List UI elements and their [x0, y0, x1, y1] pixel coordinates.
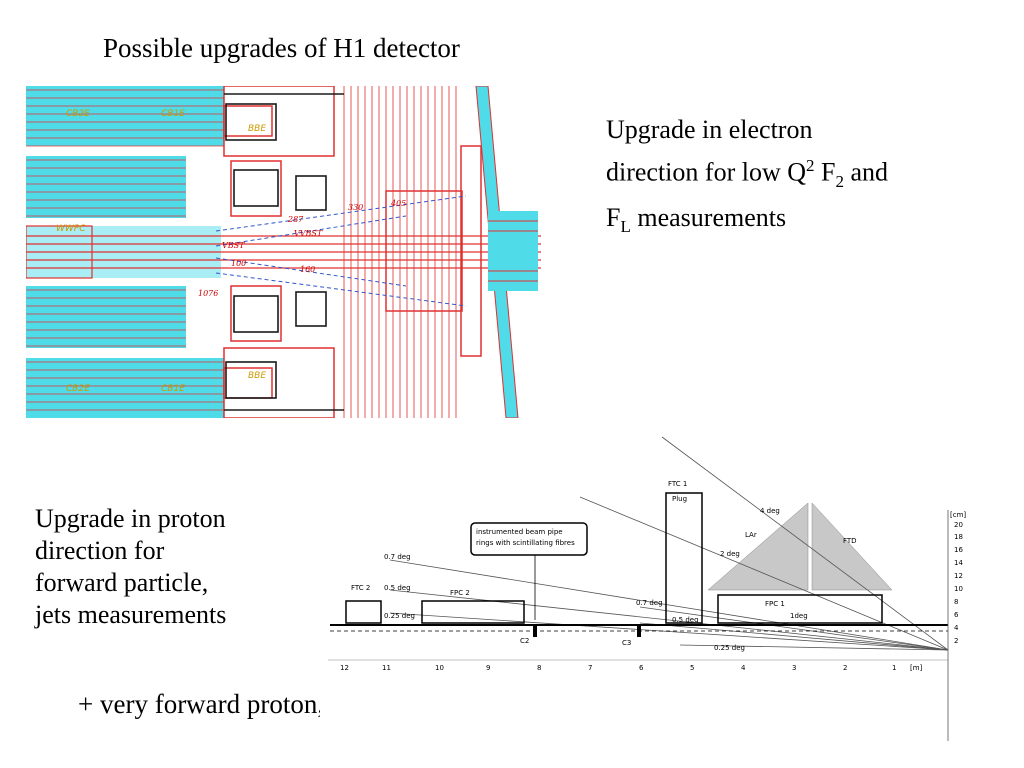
- axis-tick: 10: [435, 664, 444, 672]
- fpc2-box: [421, 600, 525, 624]
- axis-tick: 8: [537, 664, 541, 672]
- label-fpc2: FPC 2: [450, 589, 470, 597]
- proton-line-3: forward particle,: [35, 568, 209, 597]
- proton-line-4: jets measurements: [35, 600, 227, 629]
- h1-detector-drawing: CB2E CB1E CB2E CB1E WWPC BBE BBE VVBST V…: [26, 86, 551, 418]
- angle-025deg-left: 0.25 deg: [384, 612, 415, 620]
- label-ftc2: FTC 2: [351, 584, 370, 592]
- label-plug: Plug: [672, 495, 687, 503]
- axis-tick: 5: [690, 664, 694, 672]
- right-axis: [cm] 20 18 16 14 12 10 8 6 4 2: [950, 511, 966, 645]
- label-ftd: FTD: [843, 537, 857, 545]
- proton-upgrade-text: Upgrade in proton direction for forward …: [35, 503, 226, 631]
- label-bbe-bottom: BBE: [248, 371, 266, 381]
- angle-05deg-left: 0.5 deg: [384, 584, 411, 592]
- forward-region-drawing: FTC 1 Plug LAr FTD FPC 1 FPC 2 FTC 2 ins…: [320, 435, 980, 741]
- axis-tick: 4: [954, 624, 959, 632]
- axis-tick: 2: [843, 664, 847, 672]
- label-vvbst: VVBST: [294, 229, 323, 238]
- callout-line-2: rings with scintillating fibres: [476, 539, 575, 547]
- angle-1deg: 1deg: [790, 612, 808, 620]
- callout-line-1: instrumented beam pipe: [476, 528, 563, 536]
- label-cb2e-top: CB2E: [66, 109, 90, 119]
- angle-07deg-right: 0.7 deg: [636, 599, 663, 607]
- label-100: 100: [231, 259, 246, 268]
- label-405: 405: [390, 199, 406, 208]
- axis-tick: 18: [954, 533, 963, 541]
- label-287: 287: [287, 215, 304, 224]
- ftc1-plug-box: [665, 492, 703, 624]
- electron-line-2: direction for low Q2 F2 and: [606, 156, 889, 191]
- axis-tick: 10: [954, 585, 963, 593]
- proton-line-1: Upgrade in proton: [35, 504, 226, 533]
- electron-upgrade-text: Upgrade in electron direction for low Q2…: [606, 112, 888, 245]
- fpc1-box: [717, 594, 883, 624]
- angle-025deg-right: 0.25 deg: [714, 644, 745, 652]
- axis-tick: 3: [792, 664, 796, 672]
- axis-tick: 12: [340, 664, 349, 672]
- label-cb1e-bottom: CB1E: [161, 384, 185, 394]
- axis-tick: 1: [892, 664, 896, 672]
- slide-title: Possible upgrades of H1 detector: [103, 33, 460, 63]
- axis-unit: [m]: [910, 664, 923, 672]
- electron-line-1: Upgrade in electron: [606, 115, 813, 144]
- axis-tick: 6: [639, 664, 644, 672]
- label-vbst: VBST: [222, 241, 245, 250]
- marker-c2: C2: [520, 637, 529, 645]
- axis-tick: 2: [954, 637, 958, 645]
- label-bbe-top: BBE: [248, 124, 266, 134]
- proton-line-2: direction for: [35, 536, 165, 565]
- axis-tick: 14: [954, 559, 963, 567]
- axis-tick: 8: [954, 598, 958, 606]
- angle-05deg-right: 0.5 deg: [672, 616, 699, 624]
- label-160: 160: [300, 265, 315, 274]
- electron-line-3: FL measurements: [606, 202, 787, 237]
- angle-07deg-left: 0.7 deg: [384, 553, 411, 561]
- axis-tick: 4: [741, 664, 746, 672]
- ftc2-box: [345, 600, 382, 624]
- label-330: 330: [348, 203, 363, 212]
- axis-tick: 20: [954, 521, 963, 529]
- angle-4deg: 4 deg: [760, 507, 780, 515]
- axis-tick: 7: [588, 664, 592, 672]
- marker-c3: C3: [622, 639, 631, 647]
- label-cb1e-top: CB1E: [161, 109, 185, 119]
- label-fpc1: FPC 1: [765, 600, 785, 608]
- label-1076: 1076: [198, 289, 218, 298]
- axis-tick: 9: [486, 664, 490, 672]
- label-lar: LAr: [745, 531, 757, 539]
- axis-tick: 11: [382, 664, 391, 672]
- axis-tick: 12: [954, 572, 963, 580]
- axis-unit: [cm]: [950, 511, 966, 519]
- callout-box: [470, 522, 588, 556]
- axis-tick: 6: [954, 611, 959, 619]
- label-cb2e-bottom: CB2E: [66, 384, 90, 394]
- label-wwpc: WWPC: [56, 224, 86, 234]
- angle-2deg: 2 deg: [720, 550, 740, 558]
- bottom-axis: 12 11 10 9 8 7 6 5 4 3 2 1 [m]: [340, 664, 923, 672]
- label-ftc1: FTC 1: [668, 480, 687, 488]
- axis-tick: 16: [954, 546, 963, 554]
